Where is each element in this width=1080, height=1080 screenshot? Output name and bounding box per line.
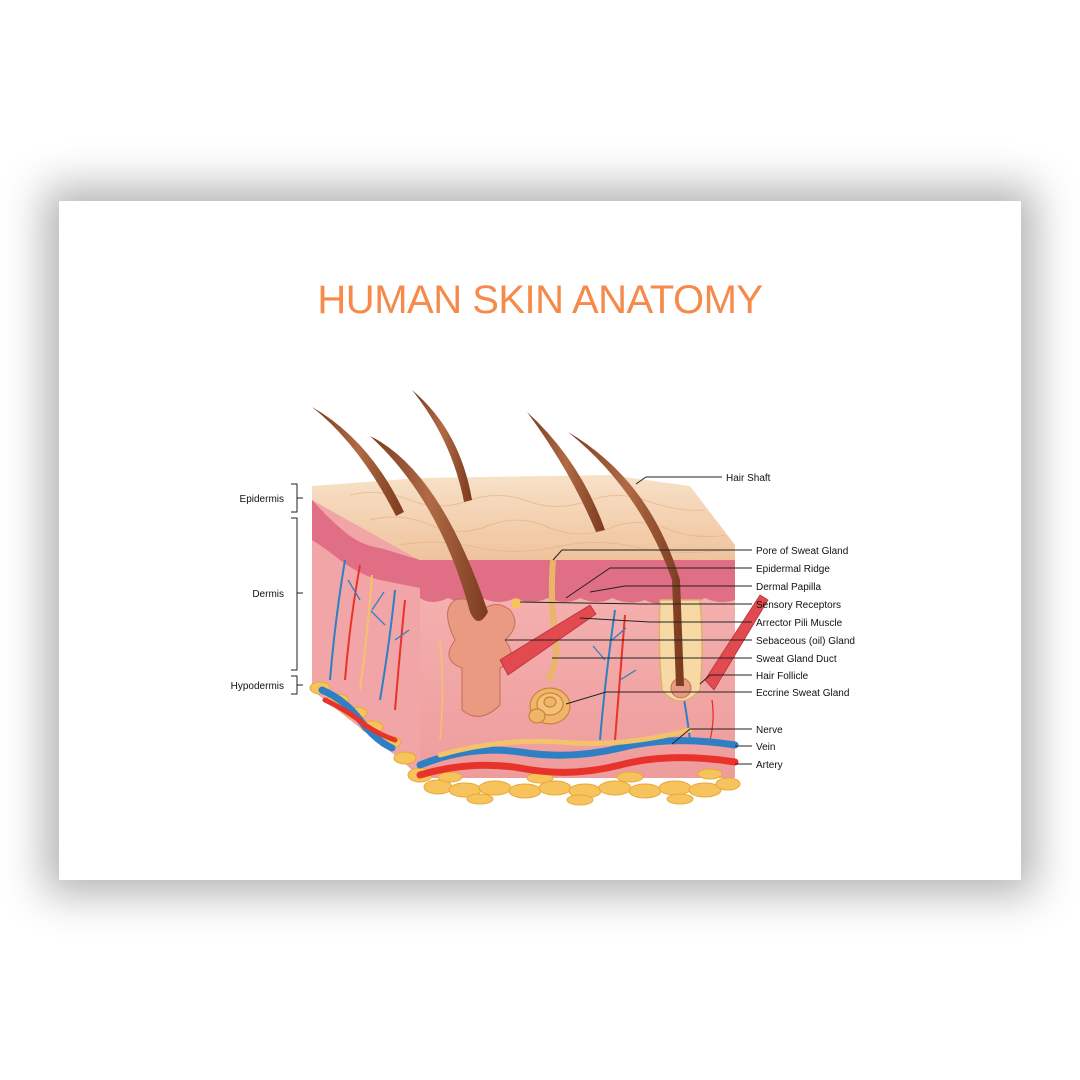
- label-pore-of-sweat-gland: Pore of Sweat Gland: [756, 546, 848, 557]
- sweat-gland: [528, 559, 571, 725]
- hair-1: [312, 407, 404, 516]
- label-hypodermis: Hypodermis: [231, 681, 284, 692]
- label-hair-follicle: Hair Follicle: [756, 671, 809, 682]
- hair-3: [412, 390, 472, 502]
- page-title: HUMAN SKIN ANATOMY: [317, 278, 763, 322]
- hairs: [312, 390, 684, 686]
- label-hair-shaft: Hair Shaft: [726, 473, 771, 484]
- main-vessels: [318, 686, 739, 779]
- hair-5: [568, 432, 684, 686]
- label-dermal-papilla: Dermal Papilla: [756, 582, 821, 593]
- label-vein: Vein: [756, 742, 775, 753]
- label-epidermis: Epidermis: [240, 494, 284, 505]
- hair-2: [370, 436, 488, 621]
- hair-4: [527, 412, 605, 532]
- layer-brackets: [291, 483, 303, 695]
- label-sweat-gland-duct: Sweat Gland Duct: [756, 654, 837, 665]
- label-epidermal-ridge: Epidermal Ridge: [756, 564, 830, 575]
- leader-lines: [505, 476, 752, 765]
- sensory-receptor: [512, 598, 522, 609]
- label-sebaceous-gland: Sebaceous (oil) Gland: [756, 636, 855, 647]
- follicle-left: [447, 598, 522, 717]
- label-arrector-pili-muscle: Arrector Pili Muscle: [756, 618, 843, 629]
- epidermal-band: [312, 500, 735, 604]
- label-eccrine-sweat-gland: Eccrine Sweat Gland: [756, 688, 849, 699]
- label-dermis: Dermis: [252, 589, 284, 600]
- label-nerve: Nerve: [756, 725, 783, 736]
- callout-labels: Hair Shaft Pore of Sweat Gland Epidermal…: [726, 473, 855, 771]
- label-sensory-receptors: Sensory Receptors: [756, 600, 841, 611]
- label-artery: Artery: [756, 760, 783, 771]
